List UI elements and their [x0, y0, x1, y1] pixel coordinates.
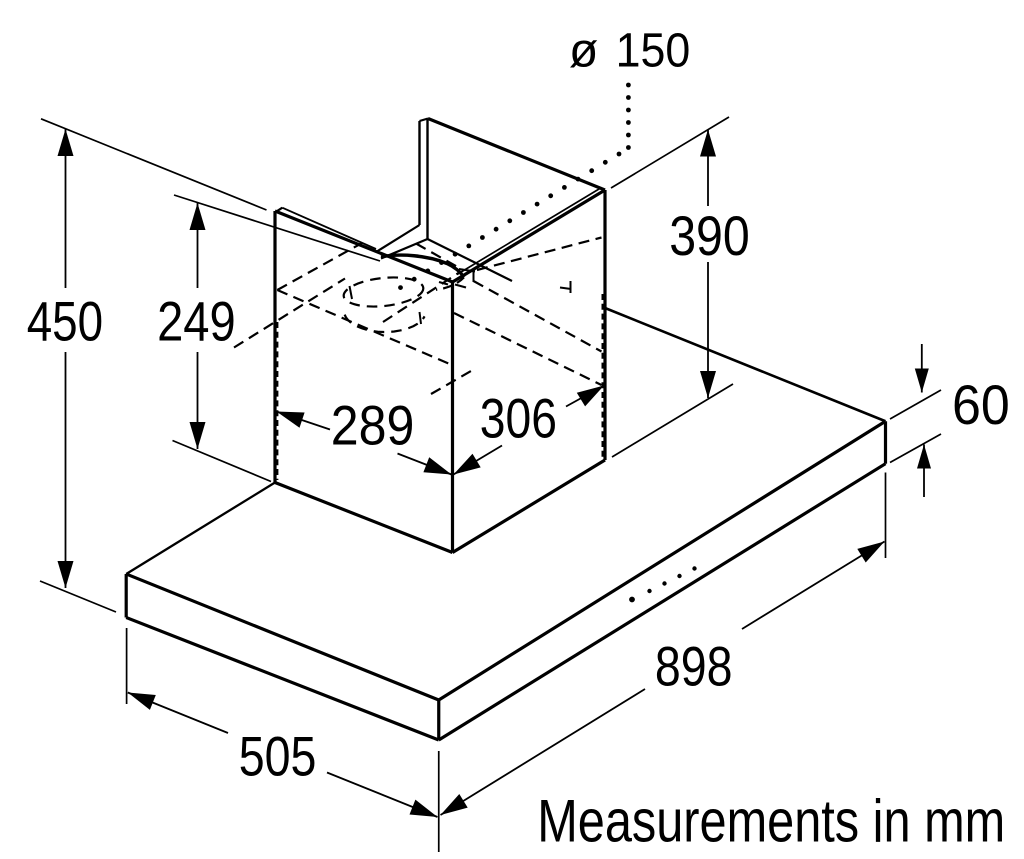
svg-text:Measurements in mm: Measurements in mm — [537, 788, 1005, 855]
svg-text:306: 306 — [480, 386, 557, 449]
svg-text:505: 505 — [239, 725, 317, 788]
svg-text:289: 289 — [331, 393, 415, 456]
svg-text:390: 390 — [669, 204, 750, 267]
svg-text:150: 150 — [616, 25, 691, 78]
svg-text:60: 60 — [952, 373, 1010, 436]
svg-text:ø: ø — [569, 25, 598, 78]
svg-text:450: 450 — [27, 290, 103, 353]
svg-text:249: 249 — [157, 290, 236, 353]
svg-text:898: 898 — [655, 635, 733, 698]
